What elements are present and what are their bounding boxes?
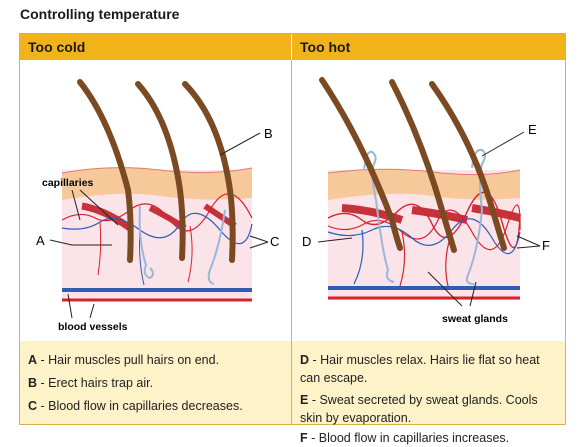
capillary-vein (61, 212, 253, 245)
too-cold-skin-diagram: B A C capillaries blood vessels (36, 79, 279, 333)
label-b: B (264, 126, 273, 141)
too-hot-skin-diagram: E D F sweat glands (302, 77, 550, 325)
hair-strand (135, 81, 186, 261)
label-line-d (317, 237, 353, 243)
label-line-c (249, 235, 269, 243)
label-a: A (36, 233, 45, 248)
label-line-blood-vessels (67, 293, 73, 319)
hair-strand (389, 79, 457, 253)
caption-c: C - Blood flow in capillaries decreases. (28, 399, 243, 413)
column-heading-too-cold: Too cold (20, 34, 292, 60)
hair-strand (182, 81, 236, 263)
hair-strand (77, 79, 134, 263)
label-d: D (302, 234, 311, 249)
capillary-vein (327, 218, 521, 255)
label-line-capillaries (79, 189, 119, 226)
caption-f: F - Blood flow in capillaries increases. (300, 431, 510, 445)
label-line-c (249, 241, 269, 249)
label-line-a (49, 239, 73, 246)
capillary-artery (327, 204, 521, 251)
label-line-sweat-glands (469, 281, 477, 307)
label-line-blood-vessels (89, 303, 95, 319)
label-line-f (516, 235, 541, 247)
label-line-b (219, 132, 261, 156)
label-blood-vessels: blood vessels (58, 321, 128, 333)
hair-strand (429, 81, 507, 251)
label-line-sweat-glands (427, 271, 463, 307)
capillary-vein (353, 229, 364, 285)
too-cold-captions: A - Hair muscles pull hairs on end. B - … (20, 341, 292, 424)
hair-strand (319, 77, 403, 251)
label-line-e (481, 131, 525, 157)
capillary-artery (327, 191, 521, 249)
caption-b: B - Erect hairs trap air. (28, 376, 154, 390)
sweat-gland (207, 209, 226, 285)
column-heading-too-hot: Too hot (292, 34, 565, 60)
too-hot-captions: D - Hair muscles relax. Hairs lie flat s… (292, 341, 565, 445)
label-sweat-glands: sweat glands (442, 313, 508, 325)
capillary-artery (187, 225, 193, 283)
sweat-gland (465, 148, 486, 285)
label-f: F (542, 238, 550, 253)
caption-a: A - Hair muscles pull hairs on end. (28, 353, 220, 367)
epidermis-layer (62, 167, 252, 200)
page-title: Controlling temperature (20, 6, 180, 22)
too-cold-diagram-panel: B A C capillaries blood vessels (20, 60, 292, 341)
caption-e: E - Sweat secreted by sweat glands. Cool… (300, 393, 538, 425)
label-e: E (528, 122, 537, 137)
label-c: C (270, 234, 279, 249)
label-line-f (516, 245, 541, 249)
hair-muscle (471, 204, 522, 222)
label-line-capillaries (71, 189, 81, 221)
sweat-gland (138, 204, 154, 280)
capillary-artery (61, 193, 253, 232)
caption-d: D - Hair muscles relax. Hairs lie flat s… (300, 353, 540, 385)
too-hot-diagram-panel: E D F sweat glands (292, 60, 565, 341)
capillary-artery (399, 231, 406, 287)
hair-muscle (341, 204, 404, 224)
diagram-table: Too cold Too hot (19, 33, 566, 445)
capillary-artery (97, 221, 102, 276)
label-capillaries: capillaries (42, 177, 94, 189)
